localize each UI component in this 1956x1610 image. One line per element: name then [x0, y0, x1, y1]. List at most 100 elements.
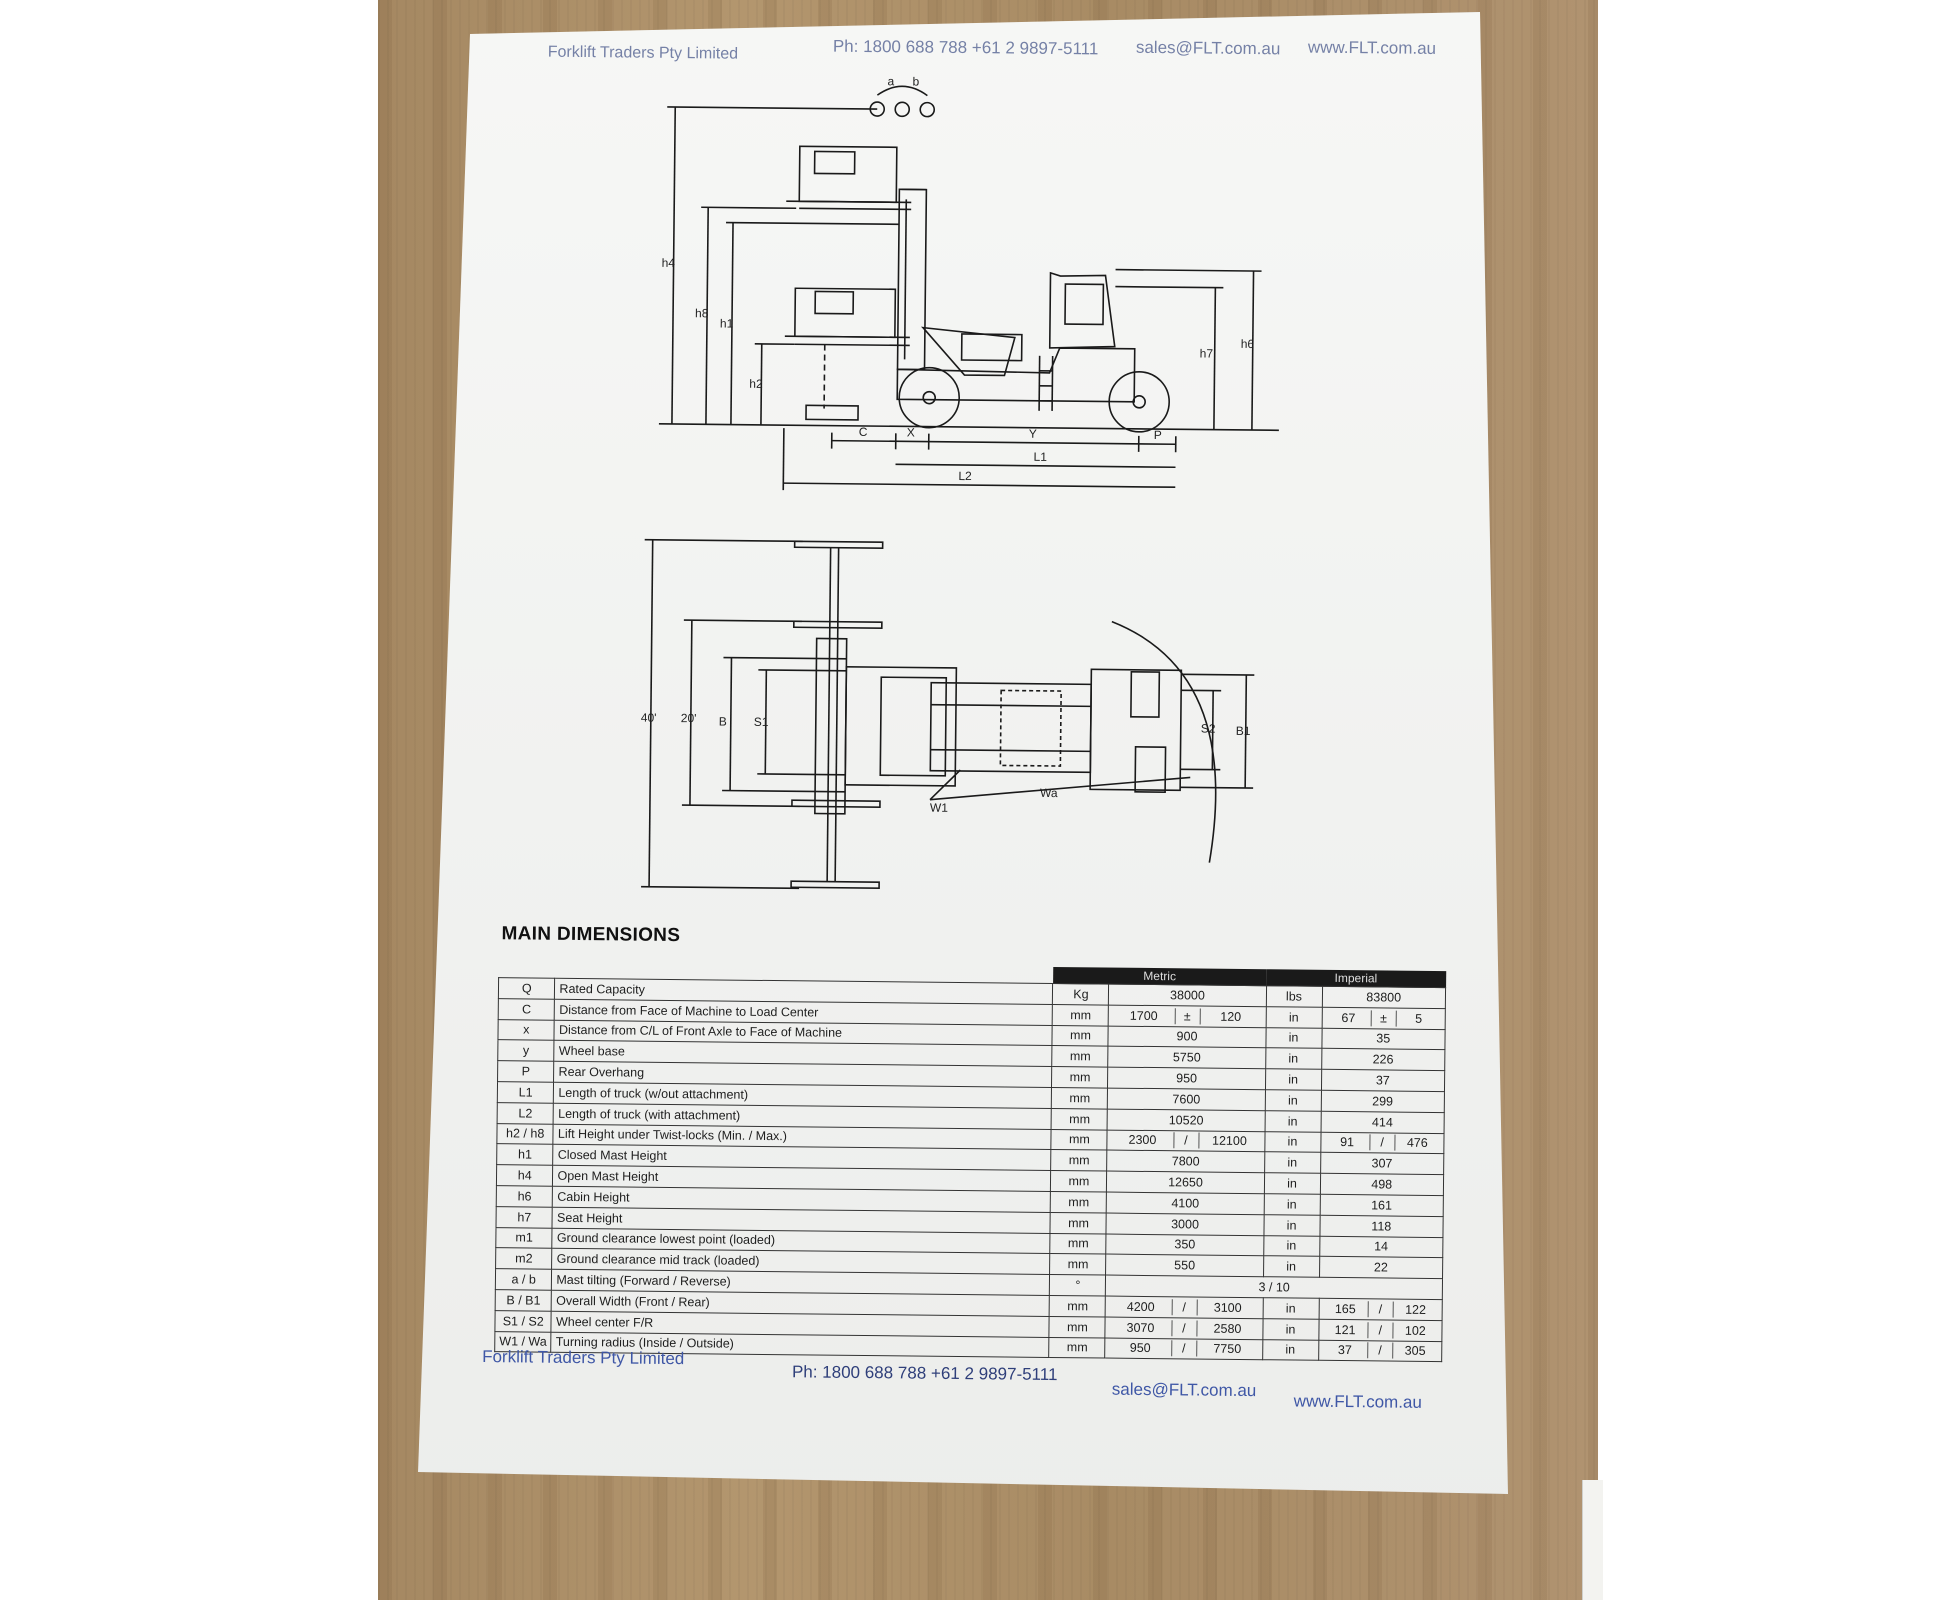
label-S1: S1 — [754, 715, 769, 729]
label-Wa: Wa — [1040, 786, 1058, 800]
metric-value-part: / — [1171, 1320, 1197, 1336]
metric-value-part: 7750 — [1197, 1341, 1258, 1358]
metric-unit: mm — [1052, 1108, 1108, 1129]
imperial-unit: in — [1264, 1173, 1320, 1194]
imperial-value: 14 — [1319, 1236, 1443, 1258]
row-code: h4 — [496, 1165, 553, 1186]
metric-value-part: / — [1173, 1133, 1199, 1149]
imperial-value-part: 121 — [1323, 1321, 1367, 1337]
metric-unit: mm — [1052, 1087, 1108, 1108]
load-center-marker — [806, 405, 858, 420]
label-h4: h4 — [662, 256, 676, 270]
metric-unit: mm — [1049, 1337, 1105, 1358]
metric-value: 10520 — [1108, 1109, 1265, 1131]
imperial-value: 22 — [1319, 1257, 1443, 1279]
label-h8: h8 — [695, 306, 709, 320]
label-b: b — [912, 74, 919, 88]
turning-arc — [1109, 622, 1217, 863]
metric-value: 12650 — [1107, 1171, 1264, 1193]
metric-value-part: 950 — [1110, 1340, 1171, 1357]
metric-value: 950 — [1108, 1067, 1265, 1089]
imperial-unit: in — [1266, 1007, 1322, 1028]
technical-drawing: a b h4 h8 h1 h2 h7 h6 C X Y P L1 L2 — [0, 0, 1956, 930]
imperial-unit: in — [1264, 1152, 1320, 1173]
label-20ft: 20' — [681, 711, 697, 725]
metric-value-part: / — [1171, 1299, 1197, 1315]
imperial-value-part: 5 — [1396, 1010, 1440, 1026]
imperial-value: 121/102 — [1318, 1319, 1442, 1341]
imperial-unit: in — [1265, 1069, 1321, 1090]
metric-value: 950/7750 — [1105, 1338, 1262, 1360]
row-code: h7 — [496, 1206, 553, 1227]
imperial-value-part: 305 — [1393, 1343, 1437, 1359]
imperial-unit: in — [1264, 1194, 1320, 1215]
row-code: L2 — [497, 1102, 554, 1123]
imperial-unit: in — [1265, 1110, 1321, 1131]
imperial-value-part: 67 — [1326, 1010, 1370, 1026]
imperial-unit: in — [1264, 1131, 1320, 1152]
row-code: y — [498, 1040, 555, 1061]
imperial-value: 307 — [1320, 1153, 1444, 1175]
top-view — [641, 540, 1256, 893]
row-code: Q — [498, 978, 555, 999]
imperial-value: 37 — [1321, 1069, 1445, 1091]
label-X: X — [907, 425, 915, 439]
metric-value: 4100 — [1107, 1192, 1264, 1214]
metric-unit: mm — [1051, 1171, 1107, 1192]
metric-value-part: 2300 — [1112, 1132, 1173, 1149]
metric-unit: mm — [1050, 1254, 1106, 1275]
label-L2: L2 — [958, 469, 972, 483]
footer-phone: Ph: 1800 688 788 +61 2 9897-5111 — [792, 1362, 1058, 1385]
metric-unit: mm — [1053, 1004, 1109, 1025]
imperial-value-part: ± — [1370, 1010, 1396, 1026]
imperial-value: 414 — [1321, 1111, 1445, 1133]
metric-value-part: 3100 — [1197, 1299, 1258, 1316]
section-title: MAIN DIMENSIONS — [501, 923, 680, 947]
metric-unit: mm — [1050, 1212, 1106, 1233]
imperial-value: 91/476 — [1320, 1132, 1444, 1154]
front-wheel — [899, 367, 960, 428]
row-code: m2 — [496, 1248, 553, 1269]
label-a: a — [887, 74, 894, 88]
metric-value-part: 120 — [1200, 1008, 1261, 1025]
label-h1: h1 — [720, 316, 734, 330]
label-h6: h6 — [1241, 337, 1255, 351]
imperial-value-part: / — [1369, 1135, 1395, 1151]
imperial-value-part: 165 — [1323, 1301, 1367, 1317]
metric-unit: Kg — [1053, 983, 1109, 1004]
imperial-value: 299 — [1321, 1090, 1445, 1112]
metric-value: 350 — [1106, 1234, 1263, 1256]
side-view — [658, 84, 1282, 495]
metric-unit: mm — [1052, 1025, 1108, 1046]
row-code: m1 — [496, 1227, 553, 1248]
metric-value: 7600 — [1108, 1088, 1265, 1110]
row-code: C — [498, 998, 555, 1019]
imperial-unit: in — [1265, 1048, 1321, 1069]
label-40ft: 40' — [641, 711, 657, 725]
metric-value: 3070/2580 — [1105, 1317, 1262, 1339]
metric-value: 4200/3100 — [1106, 1296, 1263, 1318]
footer-company: Forklift Traders Pty Limited — [482, 1347, 684, 1369]
metric-value-part: / — [1171, 1341, 1197, 1357]
label-h2: h2 — [749, 377, 763, 391]
imperial-value-part: 37 — [1323, 1342, 1367, 1358]
metric-unit: mm — [1052, 1046, 1108, 1067]
metric-value: 1700±120 — [1109, 1005, 1266, 1027]
imperial-value-part: / — [1367, 1343, 1393, 1359]
imperial-value: 161 — [1320, 1194, 1444, 1216]
imperial-unit: lbs — [1266, 986, 1322, 1007]
mast — [898, 189, 927, 369]
metric-value: 2300/12100 — [1107, 1130, 1264, 1152]
row-code: B / B1 — [495, 1290, 552, 1311]
row-code: h6 — [496, 1186, 553, 1207]
imperial-unit: in — [1265, 1090, 1321, 1111]
spreader-lowered — [795, 288, 895, 337]
imperial-unit: in — [1265, 1027, 1321, 1048]
imperial-unit: in — [1263, 1256, 1319, 1277]
imperial-value-part: 91 — [1325, 1134, 1369, 1150]
side-view-labels: a b h4 h8 h1 h2 h7 h6 C X Y P L1 L2 — [659, 72, 1257, 486]
imperial-value: 498 — [1320, 1173, 1444, 1195]
row-code: S1 / S2 — [495, 1310, 552, 1331]
imperial-unit: in — [1263, 1235, 1319, 1256]
